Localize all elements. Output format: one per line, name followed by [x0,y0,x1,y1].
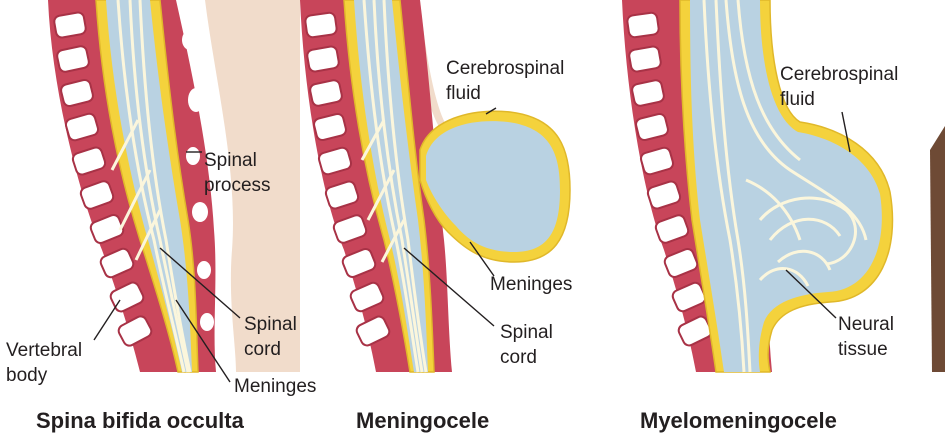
caption-spina-bifida-occulta: Spina bifida occulta [36,408,245,433]
label-spinal-process-line1: Spinal [204,150,257,171]
label-neural-tissue-line2: tissue [838,339,888,360]
label-csf-line2: fluid [780,89,815,110]
panel-meningocele [300,0,620,372]
caption-meningocele: Meningocele [356,408,489,433]
meningocele-sac-csf [426,121,560,252]
label-vertebral-body-line1: Vertebral [6,340,82,361]
label-spinal-cord-line2: cord [244,339,281,360]
label-vertebral-body-line2: body [6,365,48,386]
label-csf-line2: fluid [446,83,481,104]
label-meninges: Meninges [490,274,572,295]
label-meninges: Meninges [234,376,316,397]
label-csf-line1: Cerebrospinal [780,64,898,85]
label-spinal-process-line2: process [204,175,271,196]
label-spinal-cord-line1: Spinal [244,314,297,335]
label-spinal-cord-line1: Spinal [500,322,553,343]
skin-edge [930,126,945,372]
label-spinal-cord-line2: cord [500,347,537,368]
label-csf-line1: Cerebrospinal [446,58,564,79]
label-neural-tissue-line1: Neural [838,314,894,335]
panel-myelomeningocele [622,0,945,372]
caption-myelomeningocele: Myelomeningocele [640,408,837,433]
